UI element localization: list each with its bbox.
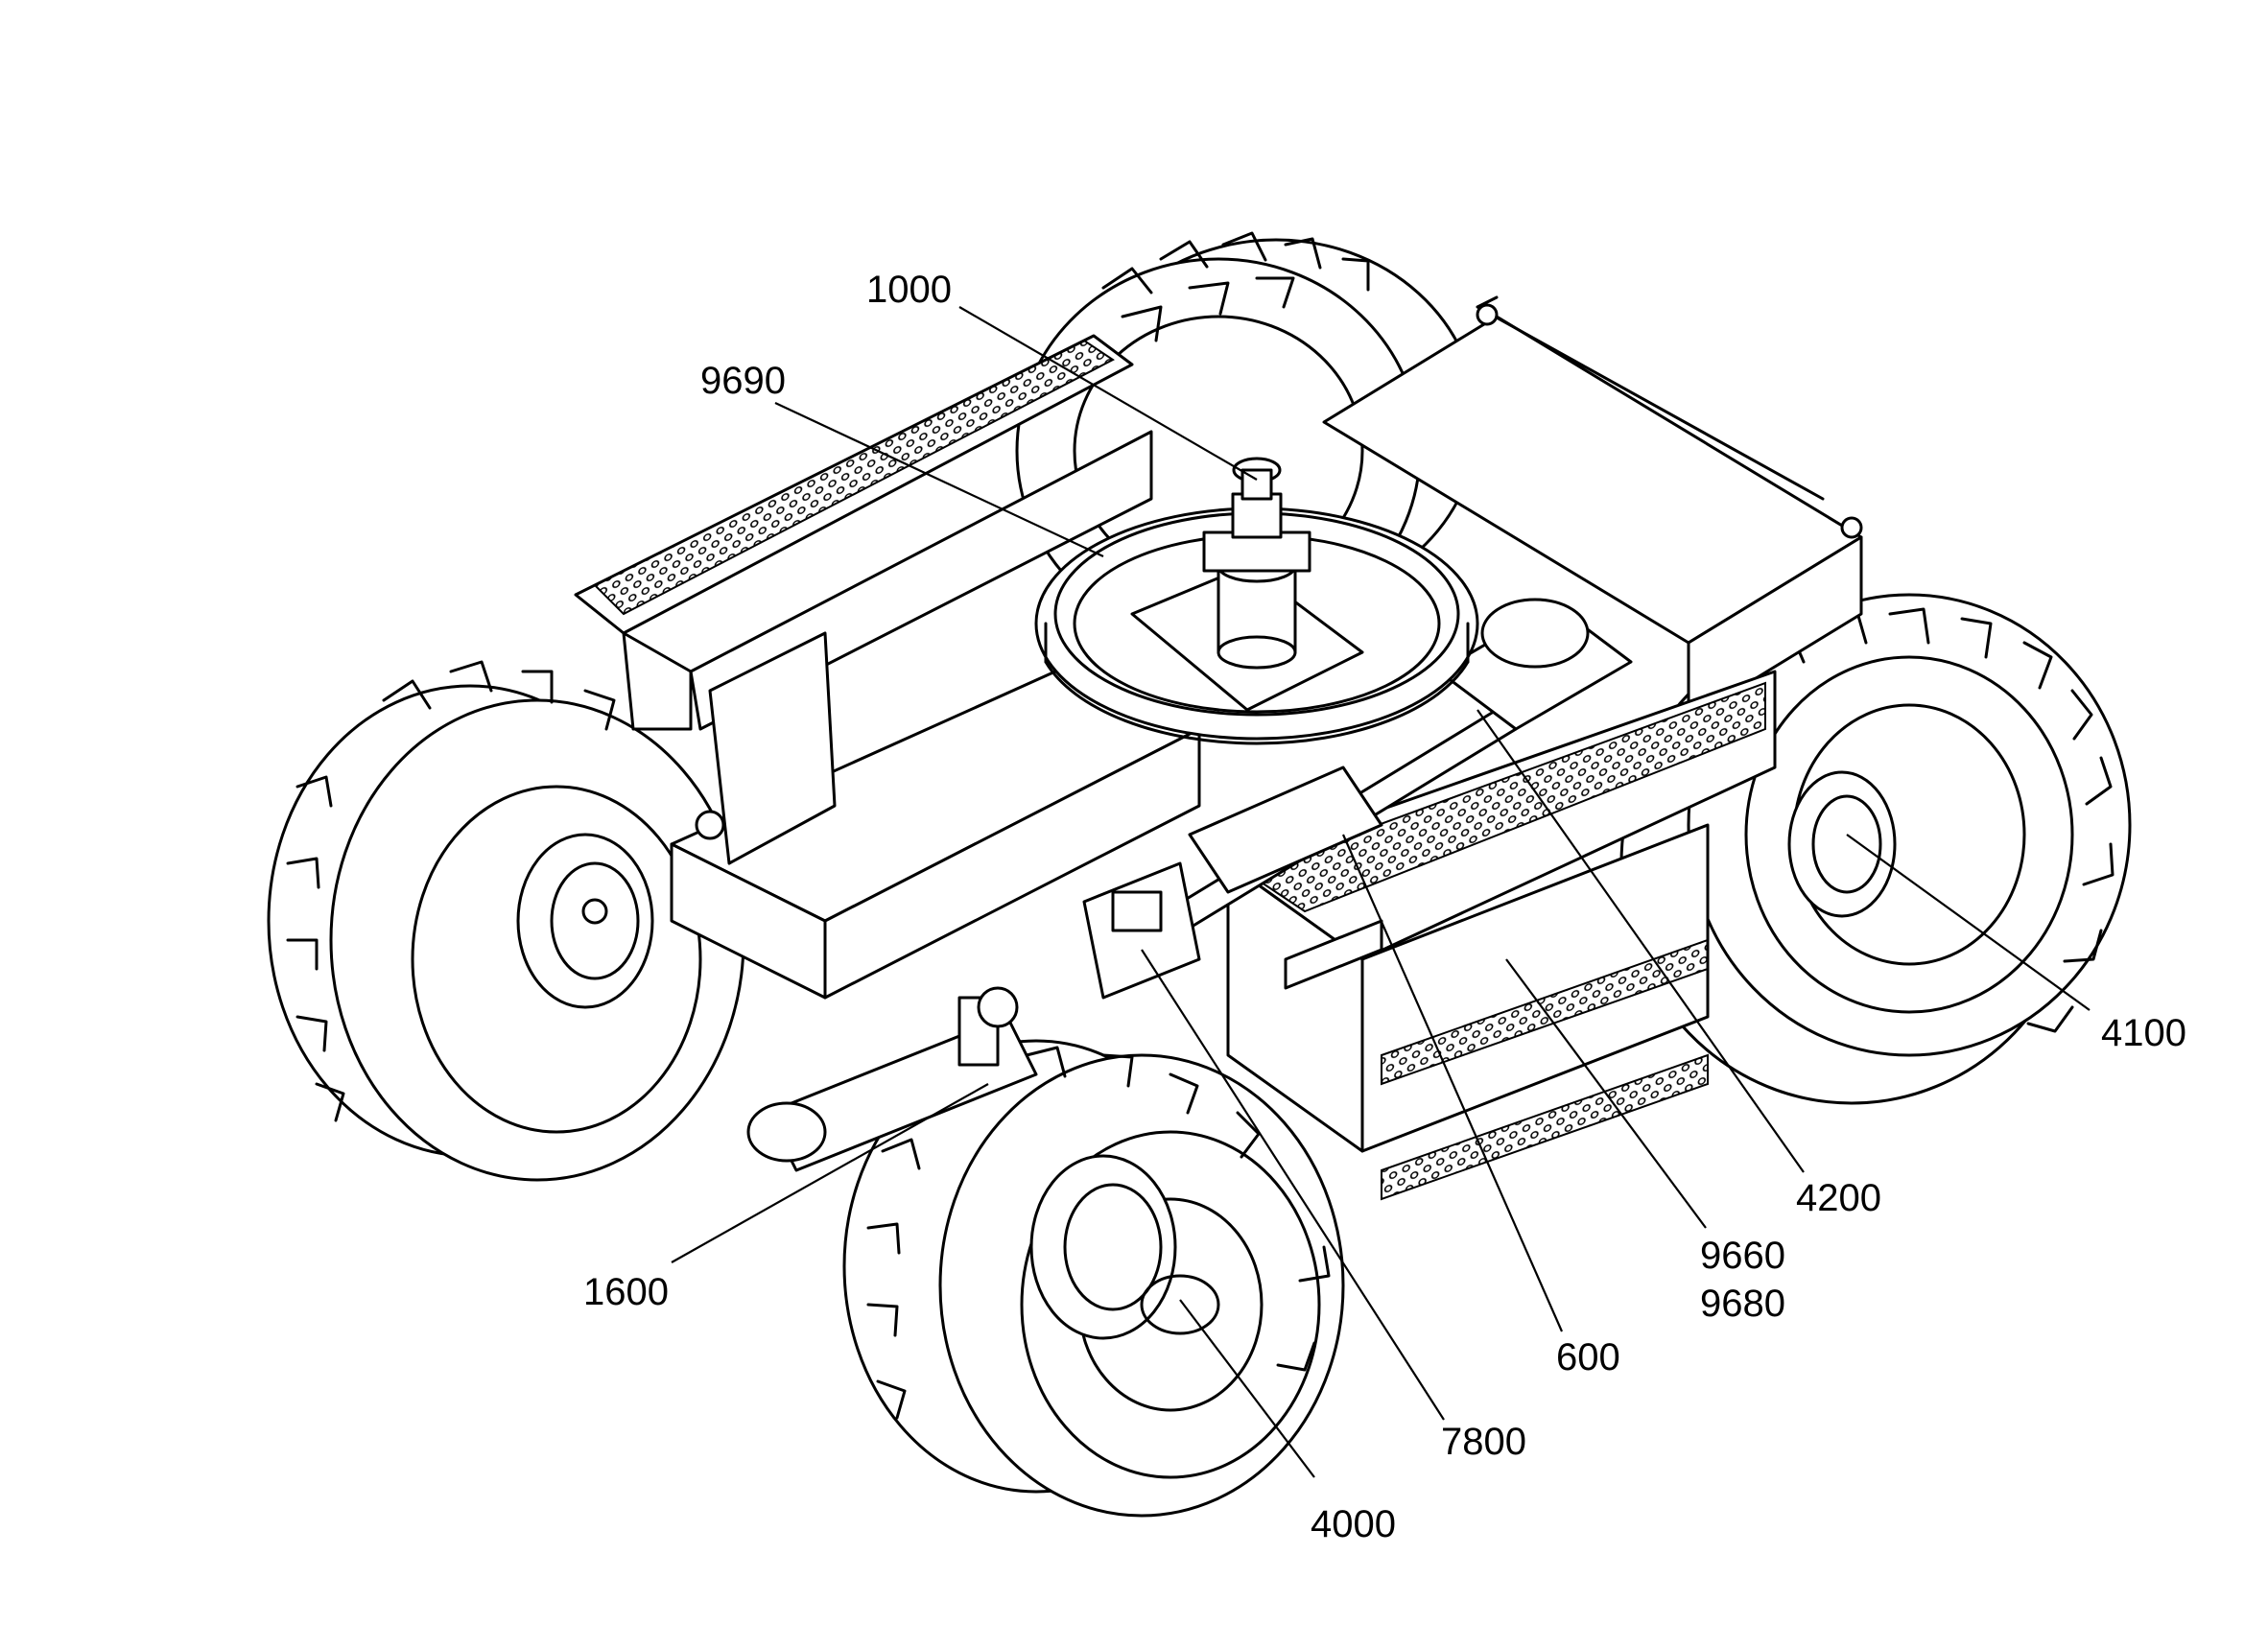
leader-7800 xyxy=(1141,949,1445,1421)
callout-4100: 4100 xyxy=(2101,1012,2186,1054)
leader-9660 xyxy=(1505,958,1707,1229)
leader-600 xyxy=(1341,834,1564,1332)
hub-front-left xyxy=(516,833,654,1009)
callout-4200: 4200 xyxy=(1796,1177,1881,1219)
callout-9690: 9690 xyxy=(700,360,786,402)
callout-1000: 1000 xyxy=(866,269,952,311)
leader-lines xyxy=(671,306,2091,1478)
hub-rear-right xyxy=(1787,770,1897,918)
rotary-joint xyxy=(1130,457,1364,712)
chassis-left xyxy=(670,631,1201,1000)
leader-4000 xyxy=(1179,1299,1315,1478)
drive-shaft xyxy=(1082,598,1633,1000)
callout-1600: 1600 xyxy=(583,1271,669,1313)
callout-7800: 7800 xyxy=(1441,1421,1526,1463)
leader-4200 xyxy=(1477,709,1805,1173)
leader-9690 xyxy=(774,402,1104,557)
callout-9680: 9680 xyxy=(1700,1283,1785,1325)
leader-1600 xyxy=(671,1083,989,1263)
callout-600: 600 xyxy=(1556,1336,1620,1378)
front-axle xyxy=(746,986,1038,1172)
leader-4100 xyxy=(1846,834,2091,1011)
fender-right xyxy=(1226,670,1777,1201)
callout-4000: 4000 xyxy=(1311,1503,1396,1545)
callout-9660: 9660 xyxy=(1700,1235,1785,1277)
rear-box xyxy=(1322,295,1863,721)
hub-front-right xyxy=(1029,1154,1220,1340)
leader-1000 xyxy=(958,306,1258,481)
